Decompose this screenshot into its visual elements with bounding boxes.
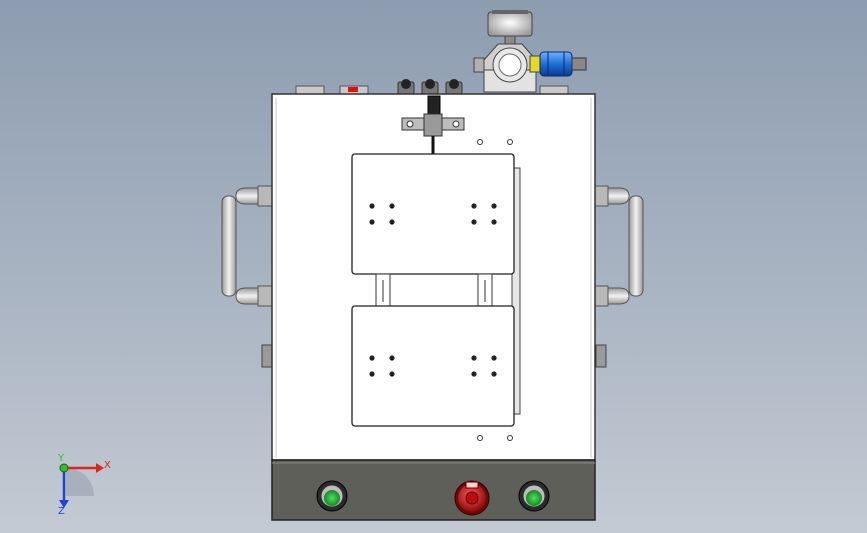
axis-triad-icon[interactable] bbox=[59, 463, 104, 508]
start-button[interactable] bbox=[316, 480, 348, 512]
cable-gland bbox=[401, 95, 465, 156]
left-handle bbox=[221, 185, 273, 307]
rail bbox=[511, 167, 521, 415]
emergency-stop-button[interactable] bbox=[454, 480, 490, 516]
reset-button[interactable] bbox=[518, 480, 550, 512]
green-pushbutton-icon bbox=[324, 490, 340, 506]
right-latch bbox=[595, 344, 607, 368]
mount-hole bbox=[507, 435, 513, 441]
green-pushbutton-icon bbox=[526, 490, 542, 506]
mount-hole bbox=[507, 139, 513, 145]
z-axis-label: Z bbox=[58, 506, 65, 517]
upper-mount-plate bbox=[351, 153, 515, 275]
x-axis-label: X bbox=[104, 460, 111, 471]
yellow-fitting bbox=[529, 55, 541, 73]
gauge-icon bbox=[487, 11, 533, 37]
blue-fitting bbox=[539, 51, 573, 77]
left-latch bbox=[261, 344, 273, 368]
mount-hole bbox=[477, 435, 483, 441]
y-axis-label: Y bbox=[57, 453, 65, 464]
indicator-light bbox=[348, 87, 358, 92]
pressure-regulator bbox=[473, 10, 587, 93]
right-handle bbox=[593, 185, 644, 307]
mount-hole bbox=[477, 139, 483, 145]
lower-mount-plate bbox=[351, 305, 515, 427]
